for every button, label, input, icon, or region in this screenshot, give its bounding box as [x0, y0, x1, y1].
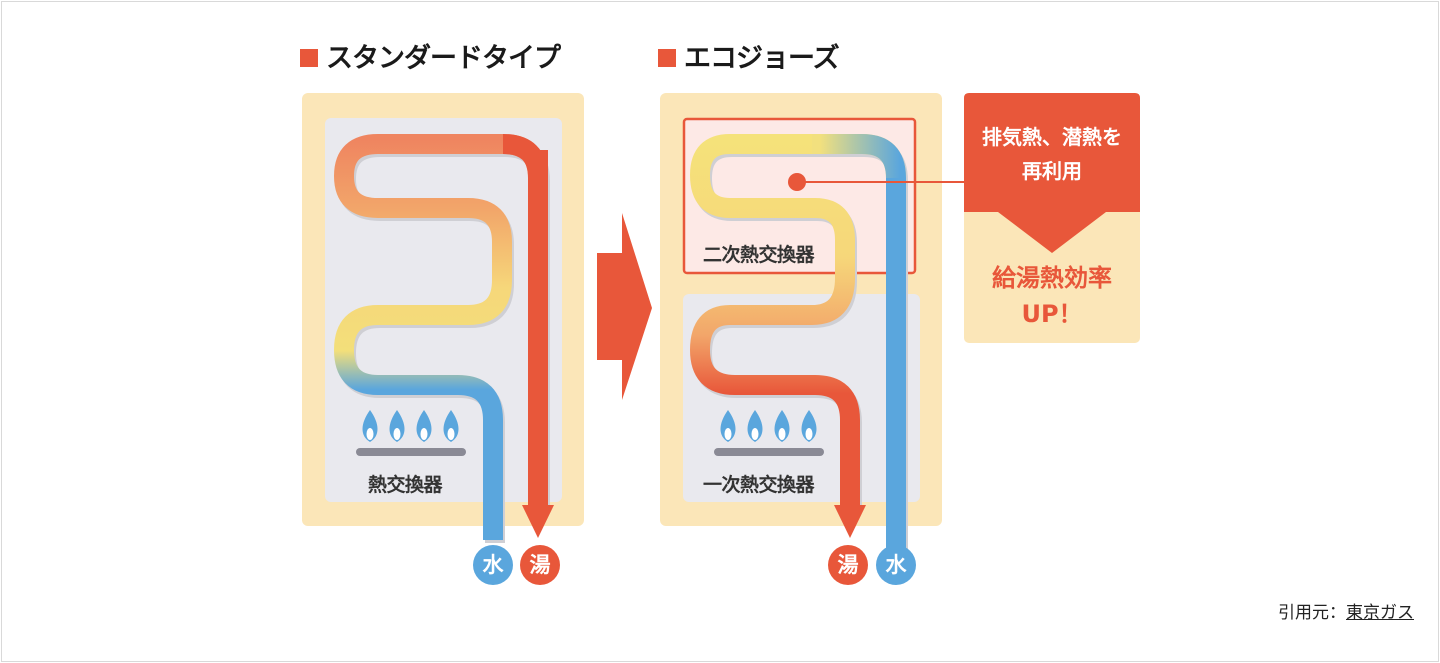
callout-line-1: 排気熱、潜熱を: [982, 125, 1122, 149]
water-badge-right: 水: [876, 545, 916, 585]
callout-line-2: 再利用: [1022, 159, 1082, 183]
title-marker-icon: [658, 49, 676, 67]
secondary-exchanger-label: 二次熱交換器: [703, 244, 815, 266]
burner-icon: [356, 410, 466, 456]
standard-title-text: スタンダードタイプ: [326, 43, 561, 74]
heat-exchanger-label: 熱交換器: [368, 474, 443, 496]
callout-dot: [788, 173, 806, 191]
hot-arrow-head: [522, 505, 554, 538]
secondary-exchanger-box: [682, 117, 917, 275]
citation: 引用元：東京ガス: [1278, 598, 1414, 623]
result-line-1: 給湯熱効率: [992, 264, 1112, 292]
callout-text: 排気熱、潜熱を 再利用: [964, 120, 1140, 188]
primary-exchanger-label: 一次熱交換器: [703, 474, 815, 496]
hot-badge-left: 湯: [520, 545, 560, 585]
standard-title: スタンダードタイプ: [300, 36, 561, 75]
title-marker-icon: [300, 49, 318, 67]
result-line-2: UP！: [1021, 300, 1083, 328]
burner-icon-right: [714, 410, 824, 456]
citation-link[interactable]: 東京ガス: [1346, 603, 1414, 623]
water-badge-left: 水: [473, 545, 513, 585]
ecojozu-title: エコジョーズ: [658, 36, 840, 75]
citation-prefix: 引用元：: [1278, 603, 1346, 623]
result-text: 給湯熱効率 UP！: [964, 260, 1140, 332]
hot-arrow-head-right: [834, 505, 866, 538]
transition-arrow: [597, 213, 652, 400]
hot-badge-right: 湯: [828, 545, 868, 585]
ecojozu-title-text: エコジョーズ: [684, 43, 840, 74]
callout-arrow: [964, 93, 1140, 253]
